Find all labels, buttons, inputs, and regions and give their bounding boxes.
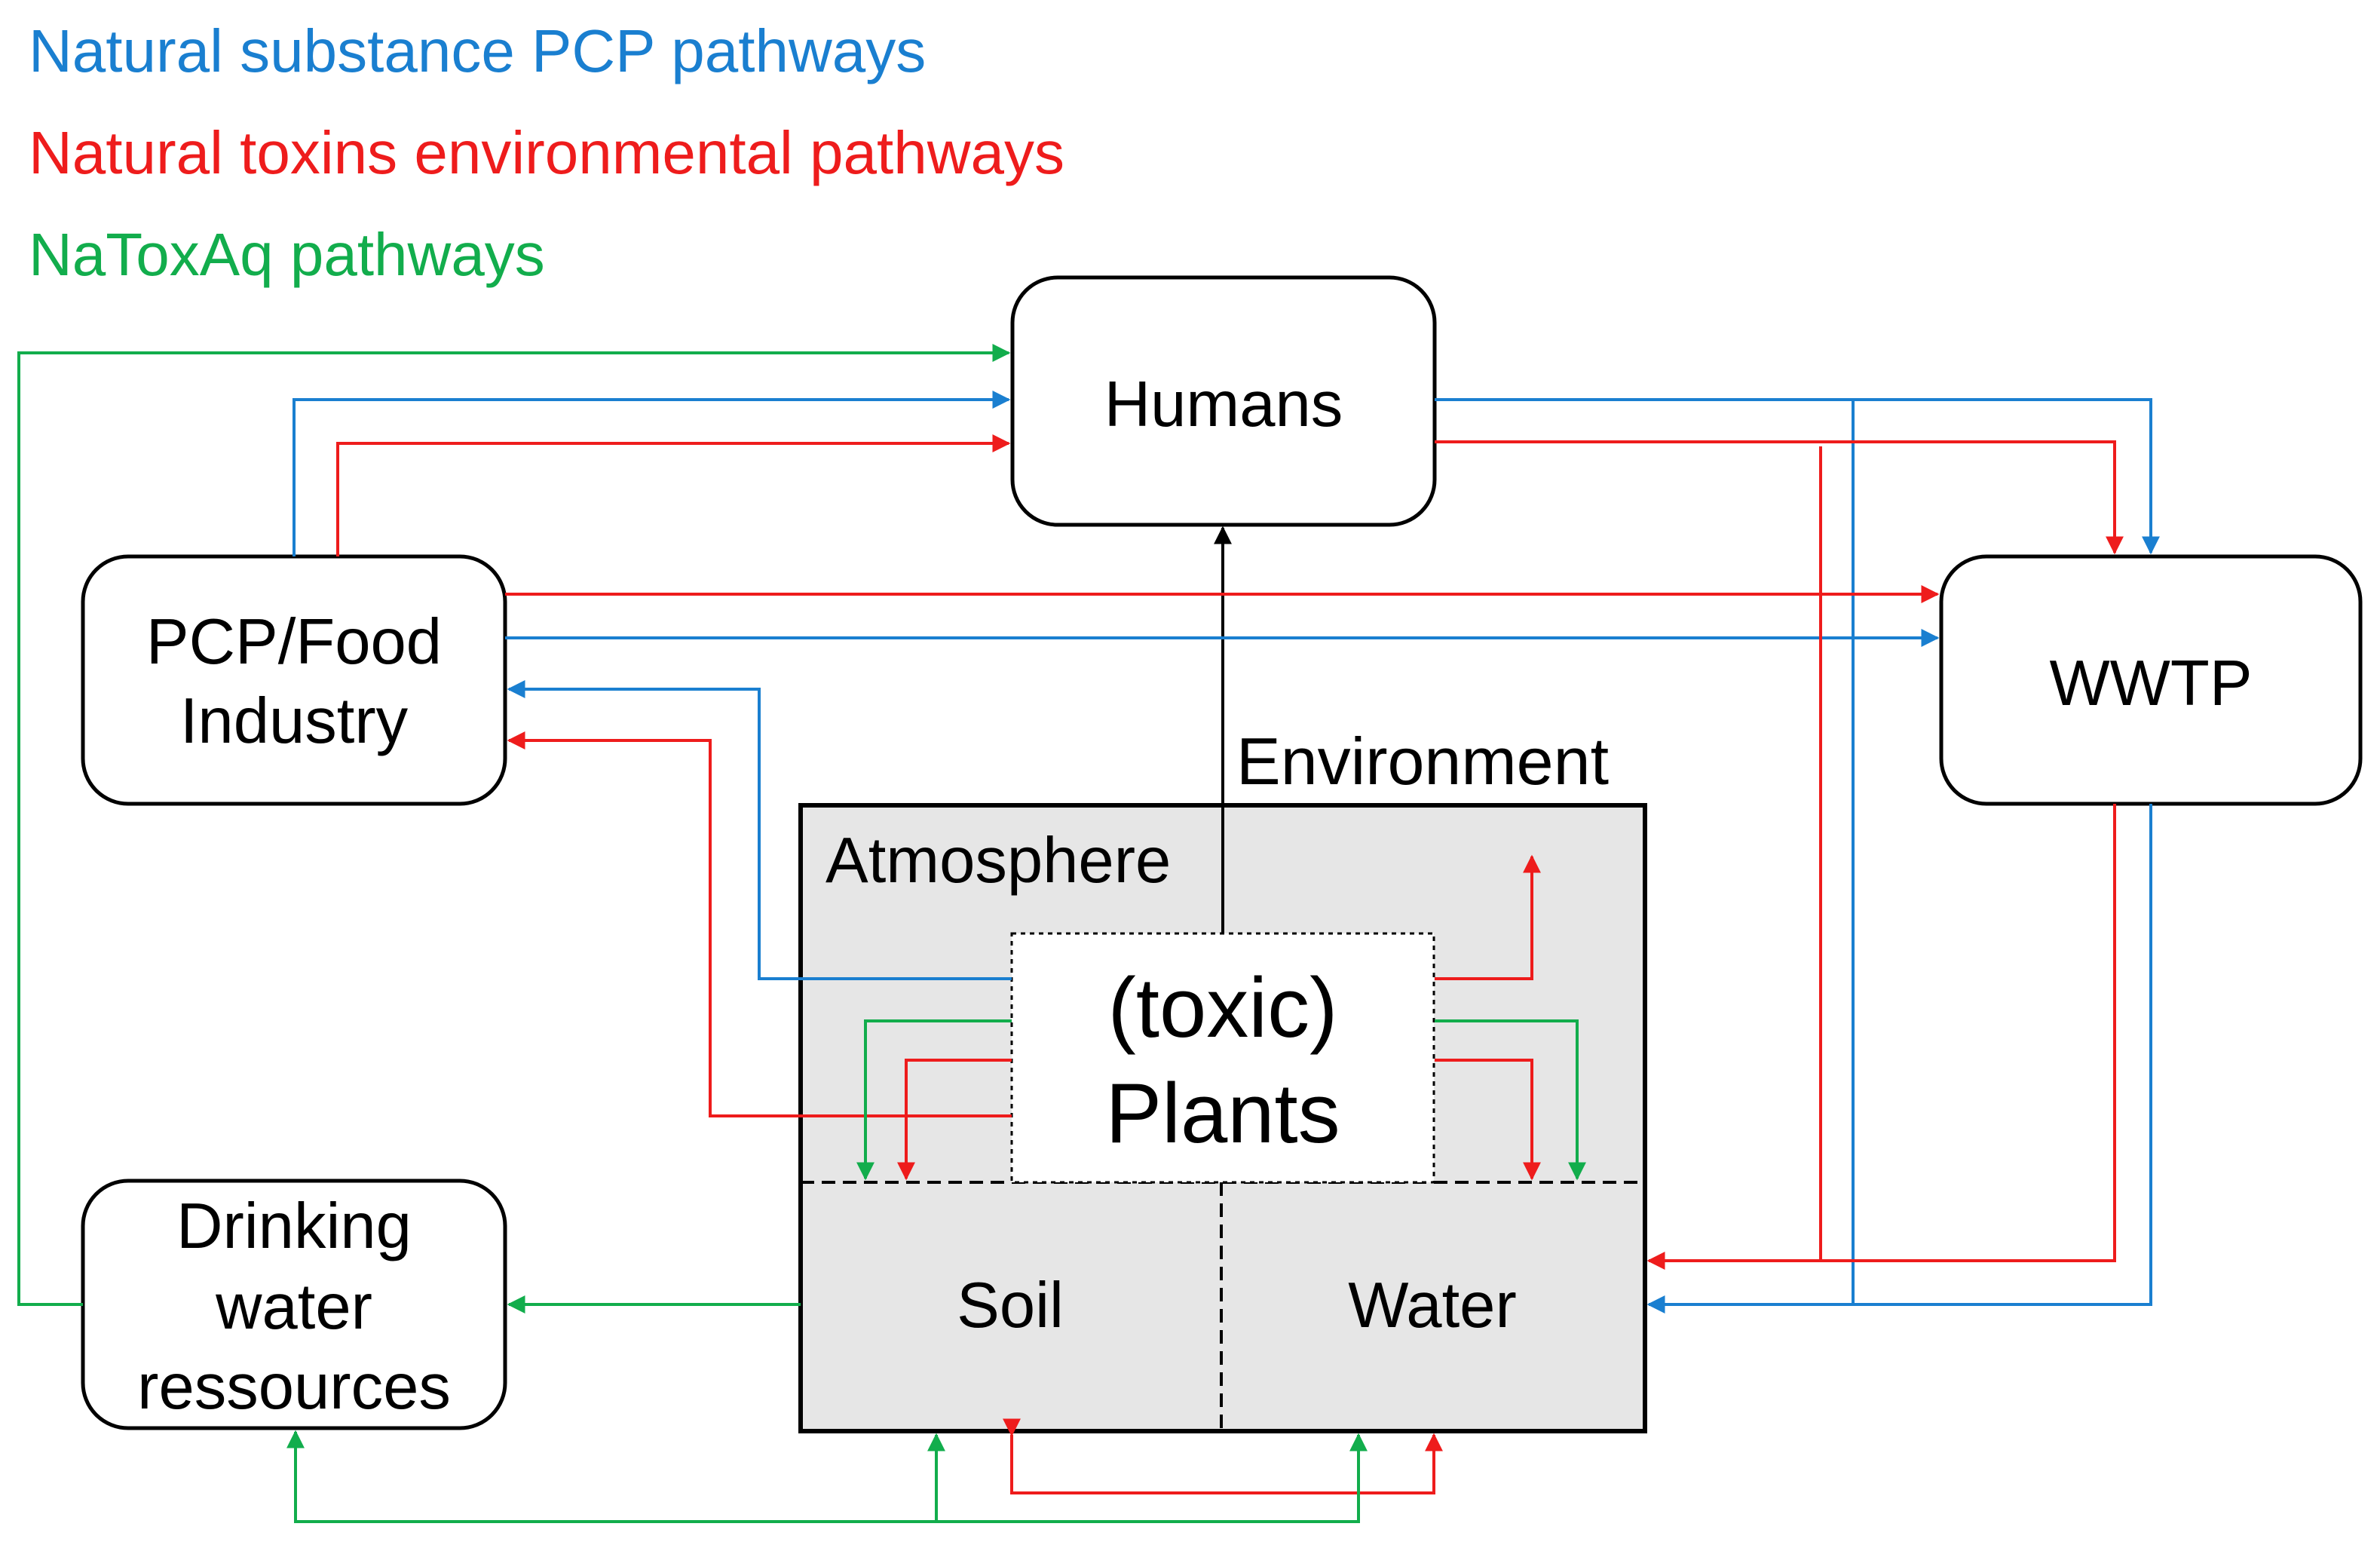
arrow-wwtp-to-water-blue [1646, 804, 2152, 1314]
arrow-plants-to-soil-green [856, 1019, 1012, 1181]
soil-label: Soil [957, 1270, 1064, 1341]
humans-label: Humans [1104, 369, 1343, 440]
arrow-drinking-to-humans-green [17, 344, 1011, 1306]
environment-title: Environment [1236, 724, 1609, 799]
industry-box [81, 554, 507, 806]
legend-green: NaToxAq pathways [29, 221, 545, 288]
arrow-humans-to-wwtp-red [1435, 440, 2124, 555]
arrow-plants-to-water-green [1435, 1019, 1586, 1181]
arrow-wwtp-to-water-red [1646, 804, 2116, 1270]
legend-red: Natural toxins environmental pathways [29, 119, 1064, 186]
arrow-industry-to-humans-blue [293, 391, 1011, 556]
arrow-plants-to-industry-blue [507, 680, 1012, 980]
legend-blue: Natural substance PCP pathways [29, 17, 926, 84]
arrow-industry-to-humans-red [336, 434, 1011, 556]
drinking-label-line3: ressources [137, 1351, 451, 1423]
arrow-to-water-from-below-green [936, 1433, 1368, 1523]
atmosphere-label: Atmosphere [825, 825, 1171, 897]
drinking-label-line2: water [215, 1271, 372, 1343]
arrow-soil-water-exchange-red [1003, 1418, 1443, 1494]
arrow-humans-to-wwtp-blue [1435, 398, 2160, 555]
industry-label-line2: Industry [180, 685, 409, 757]
plants-label-line1: (toxic) [1108, 961, 1338, 1055]
wwtp-label: WWTP [2049, 648, 2252, 719]
plants-box [1010, 932, 1435, 1184]
arrow-to-drinking-from-below-green [286, 1430, 936, 1523]
industry-label-line1: PCP/Food [146, 606, 442, 678]
plants-label-line2: Plants [1105, 1066, 1340, 1160]
arrow-plants-to-atmosphere-red [1435, 854, 1541, 980]
water-label: Water [1348, 1270, 1517, 1341]
drinking-label-line1: Drinking [176, 1191, 412, 1262]
arrow-plants-to-soil-red [897, 1059, 1012, 1181]
arrow-plants-to-industry-red [507, 731, 1012, 1117]
arrow-plants-to-water-red [1435, 1059, 1541, 1181]
